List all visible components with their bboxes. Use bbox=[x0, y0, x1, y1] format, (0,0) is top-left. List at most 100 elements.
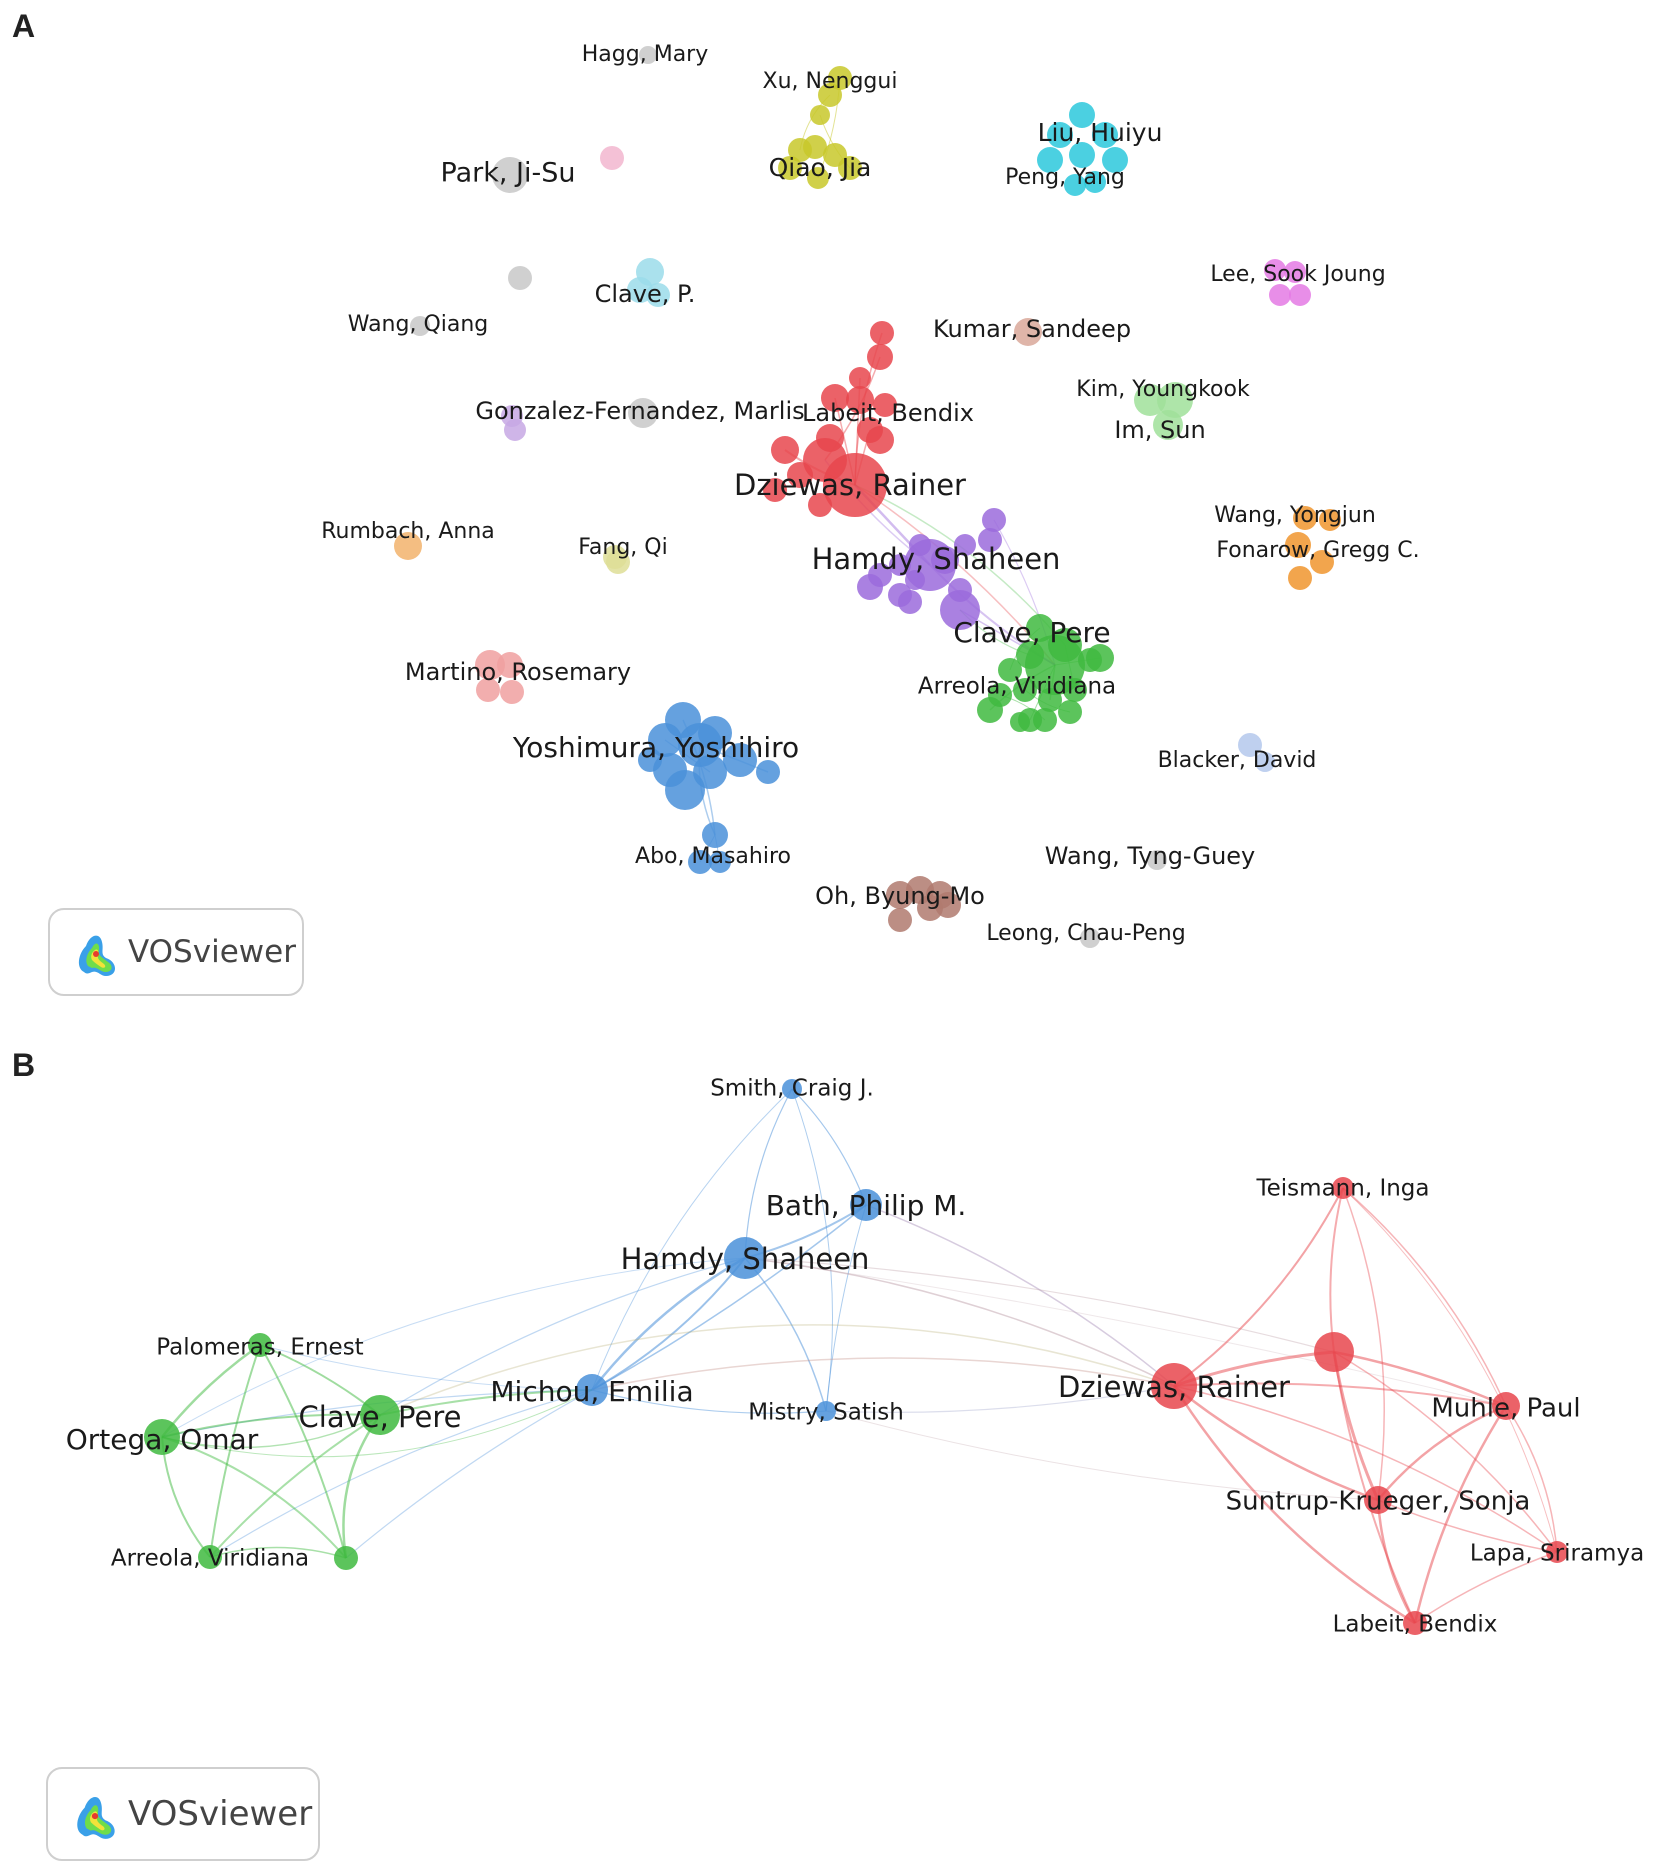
author-node[interactable] bbox=[1288, 566, 1312, 590]
author-node[interactable] bbox=[1364, 1486, 1392, 1514]
author-node[interactable] bbox=[1238, 733, 1262, 757]
author-node[interactable] bbox=[1064, 174, 1086, 196]
author-node[interactable] bbox=[810, 105, 830, 125]
author-node[interactable] bbox=[1084, 171, 1106, 193]
author-node[interactable] bbox=[782, 1079, 802, 1099]
author-node[interactable] bbox=[1058, 700, 1082, 724]
author-node[interactable] bbox=[492, 157, 528, 193]
author-node[interactable] bbox=[866, 426, 894, 454]
author-node[interactable] bbox=[849, 367, 871, 389]
author-node[interactable] bbox=[870, 321, 894, 345]
author-node[interactable] bbox=[1086, 644, 1114, 672]
author-node[interactable] bbox=[688, 850, 712, 874]
author-node[interactable] bbox=[978, 528, 1002, 552]
author-node[interactable] bbox=[646, 283, 670, 307]
author-node[interactable] bbox=[873, 393, 897, 417]
author-node[interactable] bbox=[248, 1333, 272, 1357]
author-node[interactable] bbox=[1014, 318, 1042, 346]
author-node[interactable] bbox=[888, 908, 912, 932]
author-node[interactable] bbox=[1293, 506, 1317, 530]
author-node[interactable] bbox=[998, 658, 1022, 682]
author-node[interactable] bbox=[828, 66, 852, 90]
author-node[interactable] bbox=[360, 1395, 400, 1435]
author-node[interactable] bbox=[846, 386, 874, 414]
author-node[interactable] bbox=[709, 851, 731, 873]
author-node[interactable] bbox=[756, 760, 780, 784]
author-node[interactable] bbox=[954, 534, 976, 556]
author-node[interactable] bbox=[1069, 102, 1095, 128]
author-node[interactable] bbox=[1013, 678, 1037, 702]
author-node[interactable] bbox=[1285, 532, 1311, 558]
author-node[interactable] bbox=[778, 156, 802, 180]
author-node[interactable] bbox=[821, 384, 849, 412]
author-node[interactable] bbox=[648, 723, 682, 757]
author-node[interactable] bbox=[1264, 259, 1286, 281]
author-node[interactable] bbox=[1026, 614, 1054, 642]
author-node[interactable] bbox=[940, 590, 980, 630]
author-node[interactable] bbox=[410, 316, 430, 336]
author-node[interactable] bbox=[816, 1401, 836, 1421]
author-node[interactable] bbox=[1069, 142, 1095, 168]
author-node[interactable] bbox=[1403, 1611, 1427, 1635]
author-node[interactable] bbox=[838, 156, 862, 180]
author-node[interactable] bbox=[948, 578, 972, 602]
author-node[interactable] bbox=[500, 680, 524, 704]
author-node[interactable] bbox=[1157, 382, 1193, 418]
author-node[interactable] bbox=[982, 508, 1006, 532]
author-node[interactable] bbox=[763, 478, 787, 502]
author-node[interactable] bbox=[1151, 1363, 1197, 1409]
author-node[interactable] bbox=[600, 146, 624, 170]
author-node[interactable] bbox=[1134, 384, 1166, 416]
author-node[interactable] bbox=[1010, 712, 1030, 732]
author-node[interactable] bbox=[1037, 147, 1063, 173]
author-node[interactable] bbox=[702, 822, 728, 848]
author-node[interactable] bbox=[977, 697, 1003, 723]
author-node[interactable] bbox=[1102, 147, 1128, 173]
author-node[interactable] bbox=[639, 46, 657, 64]
author-node[interactable] bbox=[1047, 122, 1073, 148]
author-node[interactable] bbox=[1492, 1392, 1520, 1420]
author-node[interactable] bbox=[823, 453, 887, 517]
author-node[interactable] bbox=[1153, 410, 1183, 440]
author-node[interactable] bbox=[771, 436, 799, 464]
author-node[interactable] bbox=[508, 266, 532, 290]
author-node[interactable] bbox=[1314, 1332, 1354, 1372]
author-node[interactable] bbox=[1063, 678, 1087, 702]
author-node[interactable] bbox=[1332, 1177, 1354, 1199]
author-node[interactable] bbox=[787, 462, 813, 488]
author-node[interactable] bbox=[898, 590, 922, 614]
author-node[interactable] bbox=[1319, 509, 1341, 531]
author-node[interactable] bbox=[1310, 550, 1334, 574]
author-node[interactable] bbox=[1038, 688, 1062, 712]
author-node[interactable] bbox=[1546, 1541, 1568, 1563]
author-node[interactable] bbox=[723, 743, 757, 777]
author-node[interactable] bbox=[803, 135, 827, 159]
author-node[interactable] bbox=[476, 678, 500, 702]
author-node[interactable] bbox=[905, 570, 925, 590]
author-node[interactable] bbox=[606, 550, 630, 574]
author-node[interactable] bbox=[808, 493, 832, 517]
author-node[interactable] bbox=[638, 748, 662, 772]
author-node[interactable] bbox=[628, 398, 658, 428]
author-node[interactable] bbox=[504, 419, 526, 441]
author-node[interactable] bbox=[724, 1237, 766, 1279]
author-node[interactable] bbox=[1147, 850, 1167, 870]
author-node[interactable] bbox=[394, 532, 422, 560]
author-node[interactable] bbox=[1255, 752, 1275, 772]
author-node[interactable] bbox=[475, 650, 505, 680]
author-node[interactable] bbox=[850, 1189, 882, 1221]
author-node[interactable] bbox=[807, 167, 829, 189]
author-node[interactable] bbox=[857, 574, 883, 600]
author-node[interactable] bbox=[144, 1419, 180, 1455]
author-node[interactable] bbox=[576, 1374, 608, 1406]
author-node[interactable] bbox=[1092, 122, 1118, 148]
author-node[interactable] bbox=[867, 344, 893, 370]
author-node[interactable] bbox=[1289, 284, 1311, 306]
author-node[interactable] bbox=[198, 1545, 222, 1569]
author-node[interactable] bbox=[497, 652, 523, 678]
author-node[interactable] bbox=[665, 770, 705, 810]
author-node[interactable] bbox=[1284, 261, 1306, 283]
author-node[interactable] bbox=[1269, 284, 1291, 306]
